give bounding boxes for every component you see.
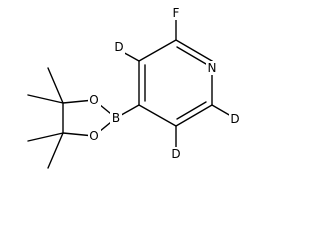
bond-methyl-4 (47, 132, 64, 169)
bond-methyl-1 (47, 67, 64, 104)
bond-n-c2-inner (176, 46, 207, 65)
bond-c2-c3 (138, 39, 177, 62)
boron-label: B (112, 111, 120, 125)
atom-deuterium-top: D (113, 40, 125, 54)
bond-c4-c5 (138, 104, 177, 127)
bond-methyl-2 (27, 94, 64, 104)
fluorine-label: F (173, 6, 180, 20)
deuterium-top-label: D (114, 40, 123, 54)
chemical-structure: F N D D D B O O (27, 6, 241, 169)
oxygen-upper-label: O (89, 93, 98, 107)
atom-deuterium-bottom: D (170, 147, 182, 161)
atom-oxygen-lower: O (88, 129, 101, 143)
bond-methyl-3 (27, 132, 64, 142)
deuterium-right-label: D (230, 112, 239, 126)
atom-boron: B (110, 111, 122, 125)
atom-oxygen-upper: O (88, 93, 101, 107)
bond-c5-c6-inner (176, 101, 207, 120)
atom-fluorine: F (170, 6, 182, 20)
nitrogen-label: N (208, 61, 217, 75)
deuterium-bottom-label: D (171, 147, 180, 161)
atom-nitrogen: N (206, 61, 219, 75)
bond-c5-c6 (175, 104, 213, 127)
bond-n-c2 (175, 39, 213, 62)
oxygen-lower-label: O (89, 129, 98, 143)
atom-deuterium-right: D (229, 112, 241, 126)
bond-c6-d (211, 104, 232, 117)
